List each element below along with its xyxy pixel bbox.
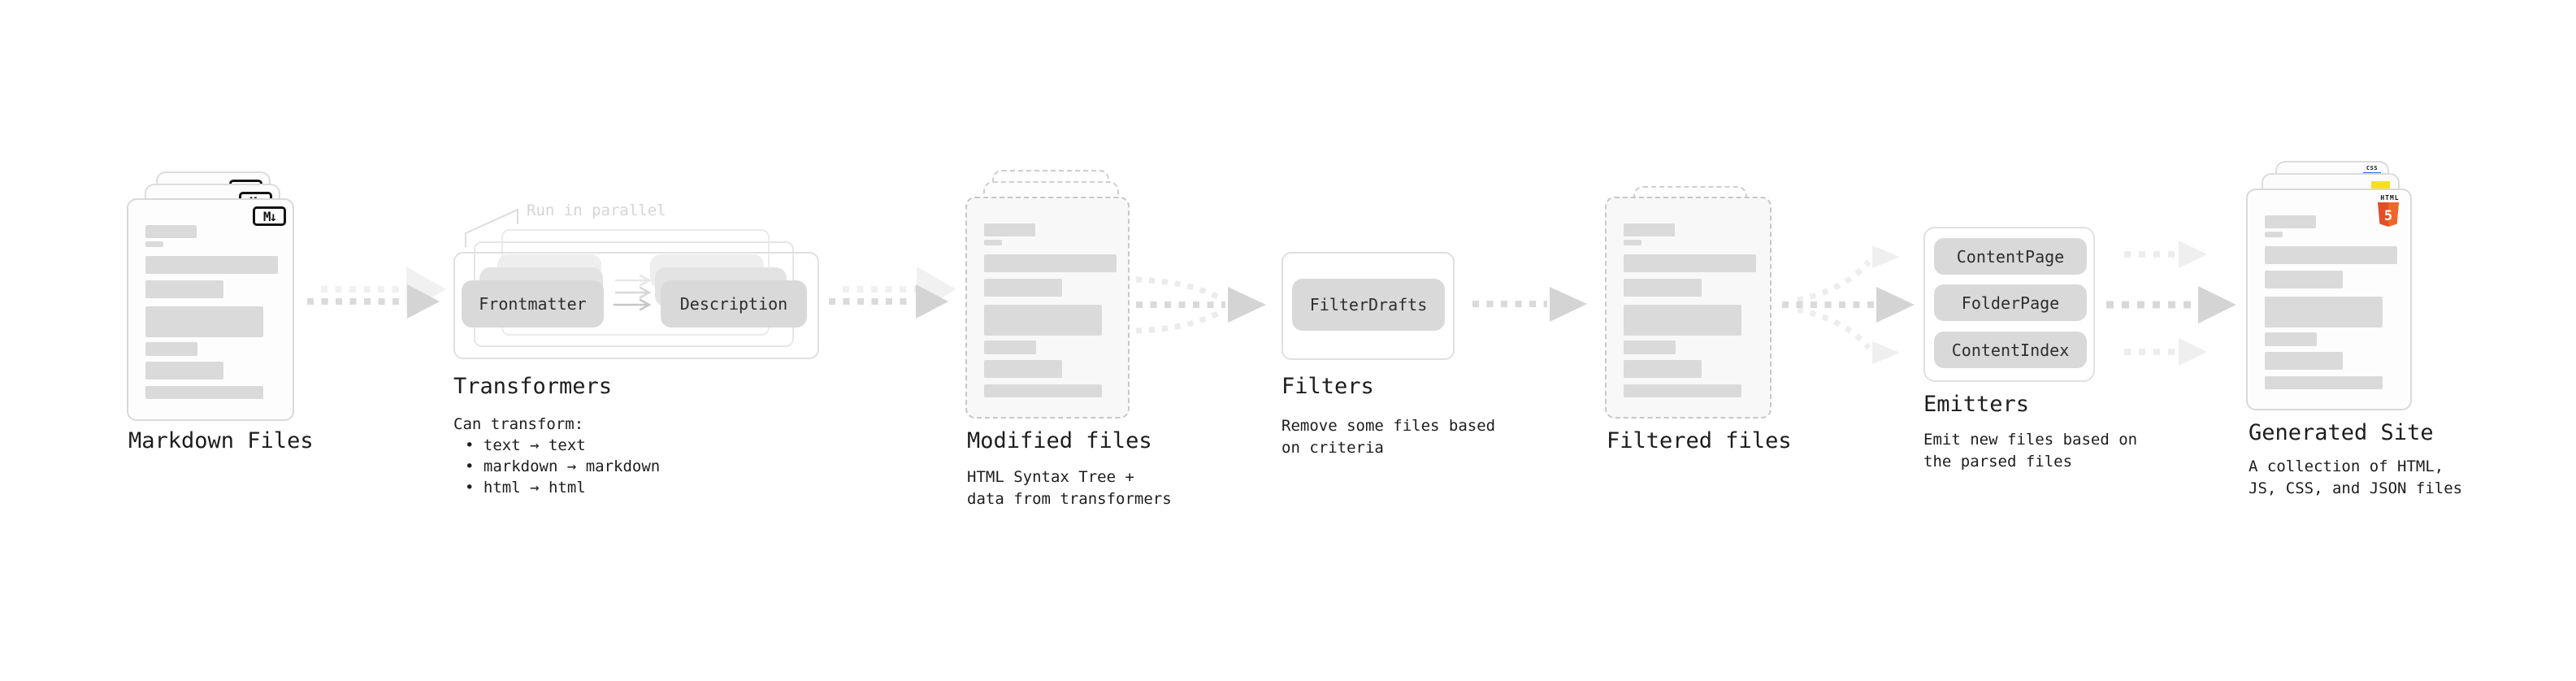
text-placeholder-bar — [2265, 271, 2343, 288]
html5-shield-icon: 5 — [2378, 202, 2399, 227]
stage-title-markdown-files: Markdown Files — [128, 428, 314, 453]
stage-title-modified-files: Modified files — [967, 428, 1152, 453]
text-placeholder-bar — [145, 386, 263, 399]
text-placeholder-bar — [145, 256, 278, 274]
transformer-step-arrows-icon — [613, 274, 652, 311]
markdown-icon: M↓ — [253, 206, 286, 226]
text-placeholder-bar — [1624, 254, 1756, 272]
text-placeholder-bar — [1624, 240, 1641, 245]
modified-files-caption-line2: data from transformers — [967, 490, 1172, 508]
css-icon-label: CSS — [2366, 165, 2379, 171]
text-placeholder-bar — [1624, 279, 1702, 297]
filters-caption-line1: Remove some files based — [1281, 417, 1496, 435]
transformers-caption: Can transform: — [453, 415, 584, 433]
text-placeholder-bar — [984, 340, 1036, 354]
emitter-pill-contentindex: ContentIndex — [1934, 332, 2087, 368]
text-placeholder-bar — [2265, 232, 2283, 237]
text-placeholder-bar — [2265, 376, 2383, 389]
stage-title-filters: Filters — [1281, 374, 1374, 399]
modified-files-caption-line1: HTML Syntax Tree + — [967, 468, 1134, 486]
transformers-bullet: • markdown → markdown — [465, 458, 661, 475]
transformers-bullet: • html → html — [465, 479, 586, 497]
text-placeholder-bar — [984, 305, 1102, 336]
run-in-parallel-label: Run in parallel — [527, 202, 666, 219]
arrow-markdown-to-transformers-icon — [307, 284, 440, 319]
html5-icon-word: HTML — [2380, 194, 2400, 202]
text-placeholder-bar — [2265, 246, 2397, 264]
markdown-file-card: M↓ — [127, 198, 294, 421]
stage-title-generated-site: Generated Site — [2249, 420, 2434, 445]
text-placeholder-bar — [1624, 223, 1675, 236]
text-placeholder-bar — [984, 254, 1117, 272]
html5-icon: HTML 5 — [2378, 194, 2402, 227]
run-in-parallel-callout-line — [465, 209, 518, 247]
text-placeholder-bar — [145, 280, 223, 298]
text-placeholder-bar — [1624, 360, 1702, 378]
modified-file-card — [965, 197, 1130, 419]
stage-title-filtered-files: Filtered files — [1607, 428, 1792, 453]
stage-title-transformers: Transformers — [453, 374, 613, 399]
transformers-bullet: • text → text — [465, 436, 586, 454]
text-placeholder-bar — [145, 362, 223, 380]
emitters-caption-line2: the parsed files — [1923, 453, 2073, 471]
svg-text:5: 5 — [2384, 208, 2392, 224]
generated-site-caption-line2: JS, CSS, and JSON files — [2249, 479, 2463, 497]
text-placeholder-bar — [984, 360, 1062, 378]
text-placeholder-bar — [145, 225, 197, 238]
emitter-pill-folderpage: FolderPage — [1934, 284, 2087, 321]
text-placeholder-bar — [984, 384, 1102, 397]
text-placeholder-bar — [145, 241, 163, 247]
stage-title-emitters: Emitters — [1923, 392, 2030, 417]
text-placeholder-bar — [1624, 305, 1741, 336]
filter-pill-filterdrafts: FilterDrafts — [1292, 279, 1445, 331]
text-placeholder-bar — [2265, 352, 2343, 370]
text-placeholder-bar — [2265, 297, 2383, 327]
arrow-filtered-to-emitters-icon — [1782, 245, 1915, 364]
text-placeholder-bar — [2265, 215, 2316, 228]
emitter-pill-contentpage: ContentPage — [1934, 238, 2087, 275]
text-placeholder-bar — [1624, 384, 1741, 397]
transformer-pill-frontmatter: Frontmatter — [462, 280, 604, 327]
text-placeholder-bar — [145, 342, 197, 356]
text-placeholder-bar — [984, 240, 1002, 245]
arrow-modified-to-filters-icon — [1135, 276, 1266, 334]
generated-html-card: HTML 5 — [2246, 189, 2412, 410]
text-placeholder-bar — [984, 223, 1035, 236]
text-placeholder-bar — [2265, 332, 2317, 346]
emitters-caption-line1: Emit new files based on — [1923, 431, 2138, 449]
text-placeholder-bar — [1624, 340, 1676, 354]
generated-site-caption-line1: A collection of HTML, — [2249, 458, 2444, 475]
arrow-filters-to-filtered-icon — [1472, 287, 1587, 322]
arrow-emitters-to-generated-icon — [2106, 241, 2236, 366]
text-placeholder-bar — [984, 279, 1062, 297]
text-placeholder-bar — [145, 306, 263, 337]
transformer-layer-front — [453, 252, 819, 359]
transformer-pill-description: Description — [661, 280, 807, 327]
filtered-file-card — [1605, 197, 1772, 419]
filters-caption-line2: on criteria — [1281, 439, 1384, 457]
arrow-transformers-to-modified-icon — [829, 284, 948, 319]
